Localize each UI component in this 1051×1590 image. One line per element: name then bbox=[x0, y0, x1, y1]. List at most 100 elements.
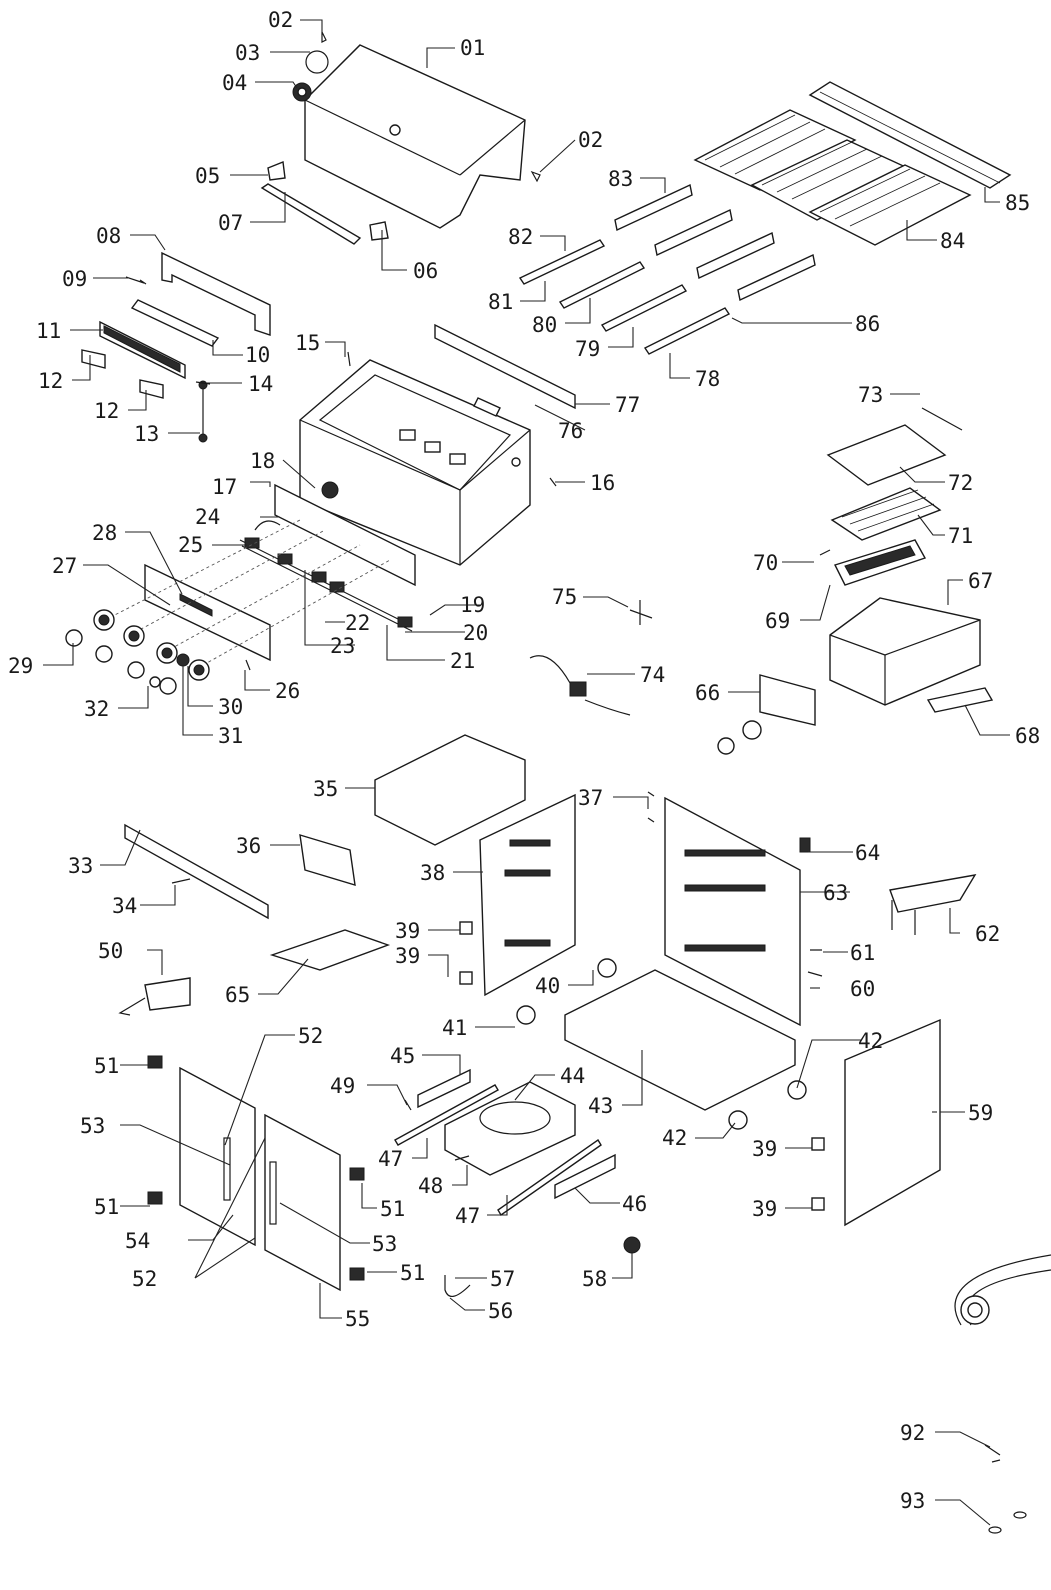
part-gas-hose bbox=[954, 1254, 1051, 1326]
label-39-c: 39 bbox=[752, 1137, 777, 1161]
label-92: 92 bbox=[900, 1421, 925, 1445]
label-51-c: 51 bbox=[380, 1197, 405, 1221]
label-85: 85 bbox=[1005, 191, 1030, 215]
label-12-a: 12 bbox=[38, 369, 63, 393]
label-56: 56 bbox=[488, 1299, 513, 1323]
part-grease-cup bbox=[118, 977, 191, 1016]
label-27: 27 bbox=[52, 554, 77, 578]
label-34: 34 bbox=[112, 894, 137, 918]
label-63: 63 bbox=[823, 881, 848, 905]
label-30: 30 bbox=[218, 695, 243, 719]
part-rear-clip bbox=[473, 397, 501, 417]
part-tank-tray bbox=[444, 1081, 576, 1176]
label-32: 32 bbox=[84, 697, 109, 721]
part-rail-bracket-46 bbox=[554, 1153, 616, 1200]
part-rear-rail bbox=[434, 323, 576, 410]
label-47-b: 47 bbox=[455, 1204, 480, 1228]
part-left-side-panel bbox=[479, 793, 576, 997]
label-25: 25 bbox=[178, 533, 203, 557]
part-labels: 02 03 04 01 02 05 07 06 08 09 10 11 12 1… bbox=[8, 8, 1040, 1513]
label-02-right: 02 bbox=[578, 128, 603, 152]
part-back-burner bbox=[99, 320, 186, 380]
label-70: 70 bbox=[753, 551, 778, 575]
label-29: 29 bbox=[8, 654, 33, 678]
part-washers-93 bbox=[988, 1511, 1027, 1534]
label-02-top: 02 bbox=[268, 8, 293, 32]
part-slide-rail-upper bbox=[394, 1084, 499, 1146]
label-08: 08 bbox=[96, 224, 121, 248]
label-07: 07 bbox=[218, 211, 243, 235]
label-18: 18 bbox=[250, 449, 275, 473]
label-05: 05 bbox=[195, 164, 220, 188]
label-41: 41 bbox=[442, 1016, 467, 1040]
part-front-rail bbox=[124, 823, 269, 920]
part-cooking-grates bbox=[693, 109, 972, 246]
part-tank-shield bbox=[299, 834, 356, 886]
part-hinges bbox=[147, 1055, 365, 1281]
label-17: 17 bbox=[212, 475, 237, 499]
label-46: 46 bbox=[622, 1192, 647, 1216]
label-19: 19 bbox=[460, 593, 485, 617]
part-slide-rail-lower bbox=[497, 1138, 602, 1217]
label-44: 44 bbox=[560, 1064, 585, 1088]
label-76: 76 bbox=[558, 419, 583, 443]
label-47-a: 47 bbox=[378, 1147, 403, 1171]
leader-lines bbox=[43, 19, 1010, 1526]
label-73: 73 bbox=[858, 383, 883, 407]
part-cart-top-frame bbox=[374, 734, 526, 846]
label-77: 77 bbox=[615, 393, 640, 417]
part-screw-26 bbox=[245, 659, 251, 671]
label-93: 93 bbox=[900, 1489, 925, 1513]
part-rail-bracket-45 bbox=[417, 1068, 471, 1109]
part-rear-bracket bbox=[161, 251, 271, 336]
label-80: 80 bbox=[532, 313, 557, 337]
label-48: 48 bbox=[418, 1174, 443, 1198]
label-04: 04 bbox=[222, 71, 247, 95]
label-60: 60 bbox=[850, 977, 875, 1001]
label-86: 86 bbox=[855, 312, 880, 336]
label-78: 78 bbox=[695, 367, 720, 391]
label-51-a: 51 bbox=[94, 1054, 119, 1078]
part-heat-shields bbox=[614, 183, 816, 302]
label-23: 23 bbox=[330, 634, 355, 658]
label-35: 35 bbox=[313, 777, 338, 801]
part-back-panel bbox=[844, 1018, 941, 1227]
label-40: 40 bbox=[535, 974, 560, 998]
label-12-b: 12 bbox=[94, 399, 119, 423]
label-10: 10 bbox=[245, 343, 270, 367]
label-38: 38 bbox=[420, 861, 445, 885]
label-79: 79 bbox=[575, 337, 600, 361]
part-warming-rack bbox=[808, 81, 1012, 189]
label-83: 83 bbox=[608, 167, 633, 191]
part-main-burners bbox=[518, 239, 731, 355]
label-26: 26 bbox=[275, 679, 300, 703]
part-screw bbox=[125, 276, 147, 285]
label-39-d: 39 bbox=[752, 1197, 777, 1221]
label-03: 03 bbox=[235, 41, 260, 65]
label-75: 75 bbox=[552, 585, 577, 609]
label-16: 16 bbox=[590, 471, 615, 495]
label-06: 06 bbox=[413, 259, 438, 283]
label-57: 57 bbox=[490, 1267, 515, 1291]
label-51-d: 51 bbox=[400, 1261, 425, 1285]
part-right-door bbox=[264, 1113, 341, 1292]
label-66: 66 bbox=[695, 681, 720, 705]
label-31: 31 bbox=[218, 724, 243, 748]
part-bolt-92 bbox=[984, 1444, 1001, 1463]
label-37: 37 bbox=[578, 786, 603, 810]
part-gas-manifold bbox=[239, 520, 413, 632]
label-39-a: 39 bbox=[395, 919, 420, 943]
label-33: 33 bbox=[68, 854, 93, 878]
label-43: 43 bbox=[588, 1094, 613, 1118]
label-45: 45 bbox=[390, 1044, 415, 1068]
label-69: 69 bbox=[765, 609, 790, 633]
label-01: 01 bbox=[460, 36, 485, 60]
part-thermometer bbox=[292, 31, 541, 183]
label-52-a: 52 bbox=[298, 1024, 323, 1048]
part-clip-16 bbox=[549, 477, 557, 487]
part-screw-15 bbox=[347, 351, 351, 367]
label-28: 28 bbox=[92, 521, 117, 545]
label-54: 54 bbox=[125, 1229, 150, 1253]
part-hood-handle bbox=[260, 161, 389, 245]
